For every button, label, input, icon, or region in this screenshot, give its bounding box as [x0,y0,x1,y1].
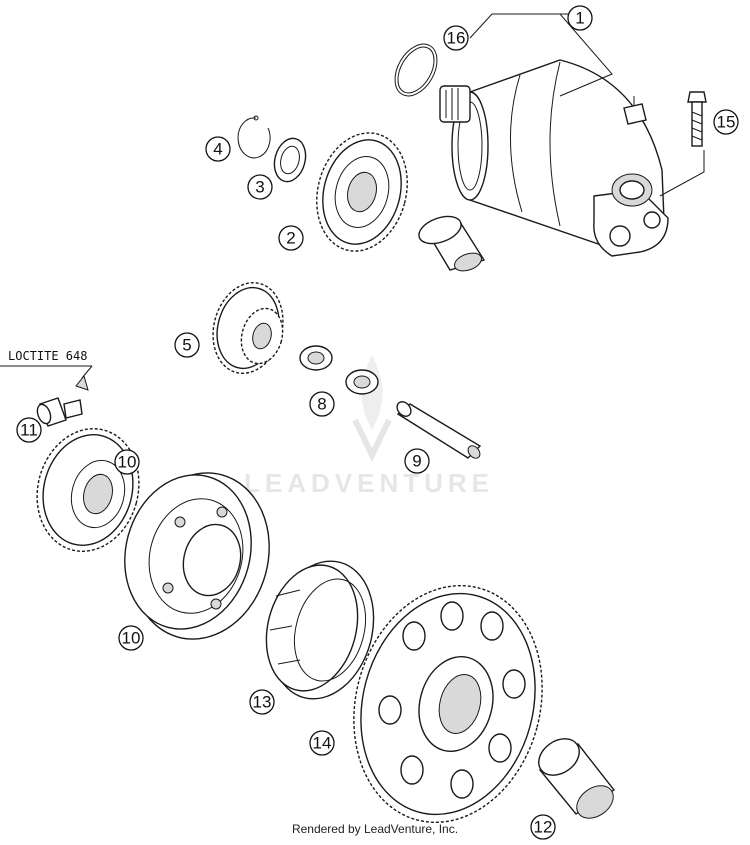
needle-bearings [299,345,379,395]
svg-text:14: 14 [313,734,332,753]
callout-13: 13 [249,689,275,715]
svg-text:9: 9 [412,452,421,471]
svg-text:12: 12 [534,818,553,837]
render-credit: Rendered by LeadVenture, Inc. [291,822,459,836]
loctite-label: LOCTITE 648 [8,349,87,363]
freewheel-housing [124,472,270,640]
svg-text:5: 5 [182,336,191,355]
sprag-clutch [265,560,375,700]
svg-text:3: 3 [255,178,264,197]
circlip [237,115,271,159]
callout-16: 16 [443,25,469,51]
callout-11: 11 [16,417,42,443]
callout-5: 5 [174,332,200,358]
shaft [396,401,482,459]
watermark-text: LEADVENTURE [244,468,494,498]
callout-3: 3 [247,174,273,200]
callout-1: 1 [567,5,593,31]
callout-10-freewheel-housing: 10 [118,625,144,651]
starter-ring-gear [353,584,543,824]
callout-10-freewheel-gear: 10 [114,449,140,475]
svg-text:11: 11 [20,421,38,440]
svg-text:1: 1 [575,9,584,28]
svg-text:4: 4 [213,140,222,159]
svg-text:16: 16 [447,29,466,48]
bushing [418,215,486,272]
freewheel-gear [36,428,140,552]
svg-text:15: 15 [717,113,736,132]
svg-text:10: 10 [122,629,141,648]
callout-8: 8 [309,391,335,417]
callout-14: 14 [309,730,335,756]
watermark: LEADVENTURE [244,355,494,498]
bolt [687,91,707,147]
screw [36,397,83,427]
double-gear [212,282,284,374]
svg-text:2: 2 [286,229,295,248]
callout-15: 15 [713,109,739,135]
svg-text:8: 8 [317,395,326,414]
idler-gear [316,132,408,252]
callout-4: 4 [205,136,231,162]
o-ring [394,43,438,97]
svg-text:10: 10 [118,453,137,472]
starter-motor [439,59,669,257]
svg-text:13: 13 [253,693,272,712]
washer [273,137,307,183]
needle-cage [538,738,616,819]
callout-9: 9 [404,448,430,474]
callout-2: 2 [278,225,304,251]
loctite-note: LOCTITE 648 [0,349,93,391]
callout-12: 12 [530,814,556,840]
